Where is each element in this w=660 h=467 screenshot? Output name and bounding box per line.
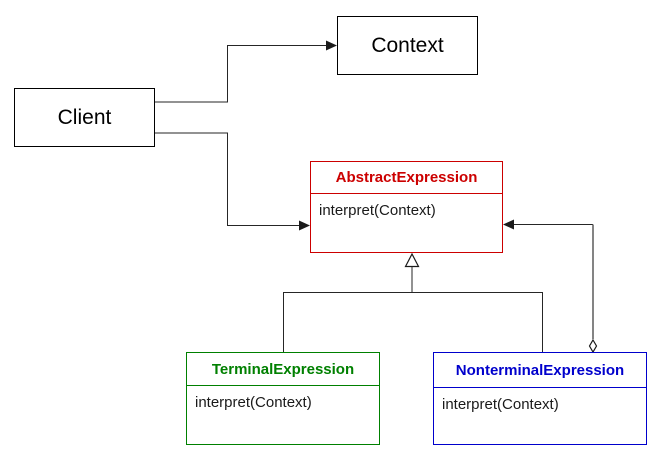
abstract-expression-body: interpret(Context)	[311, 194, 502, 219]
abstract-expression-method: interpret(Context)	[319, 202, 436, 219]
edge-client-to-context-line	[155, 45, 329, 103]
terminal-expression-method: interpret(Context)	[195, 394, 312, 411]
generalization-branches-line	[283, 292, 543, 352]
nonterminal-expression-method: interpret(Context)	[442, 396, 559, 413]
edge-generalization	[283, 252, 543, 352]
nonterminal-expression-node: NonterminalExpression interpret(Context)	[433, 352, 647, 445]
terminal-expression-node: TerminalExpression interpret(Context)	[186, 352, 380, 445]
hollow-triangle-generalization-icon	[404, 252, 420, 268]
abstract-expression-title: AbstractExpression	[311, 162, 502, 194]
nonterminal-expression-body: interpret(Context)	[434, 388, 646, 413]
terminal-expression-body: interpret(Context)	[187, 386, 379, 411]
context-label: Context	[371, 33, 444, 57]
hollow-diamond-aggregation-icon	[588, 338, 598, 354]
edge-client-to-abstract-expression	[155, 132, 310, 231]
filled-arrowhead-into-abstract-icon	[299, 220, 310, 231]
terminal-expression-title: TerminalExpression	[187, 353, 379, 386]
nonterminal-expression-title: NonterminalExpression	[434, 353, 646, 388]
context-node: Context	[337, 16, 478, 75]
filled-arrowhead-into-abstract-right-icon	[503, 219, 514, 230]
client-label: Client	[57, 105, 112, 129]
abstract-expression-node: AbstractExpression interpret(Context)	[310, 161, 503, 253]
edge-client-to-abstract-line	[155, 132, 301, 226]
edge-client-to-context	[155, 40, 337, 103]
client-node: Client	[14, 88, 155, 147]
filled-arrowhead-into-context-icon	[326, 40, 337, 51]
edge-aggregation	[503, 219, 598, 354]
